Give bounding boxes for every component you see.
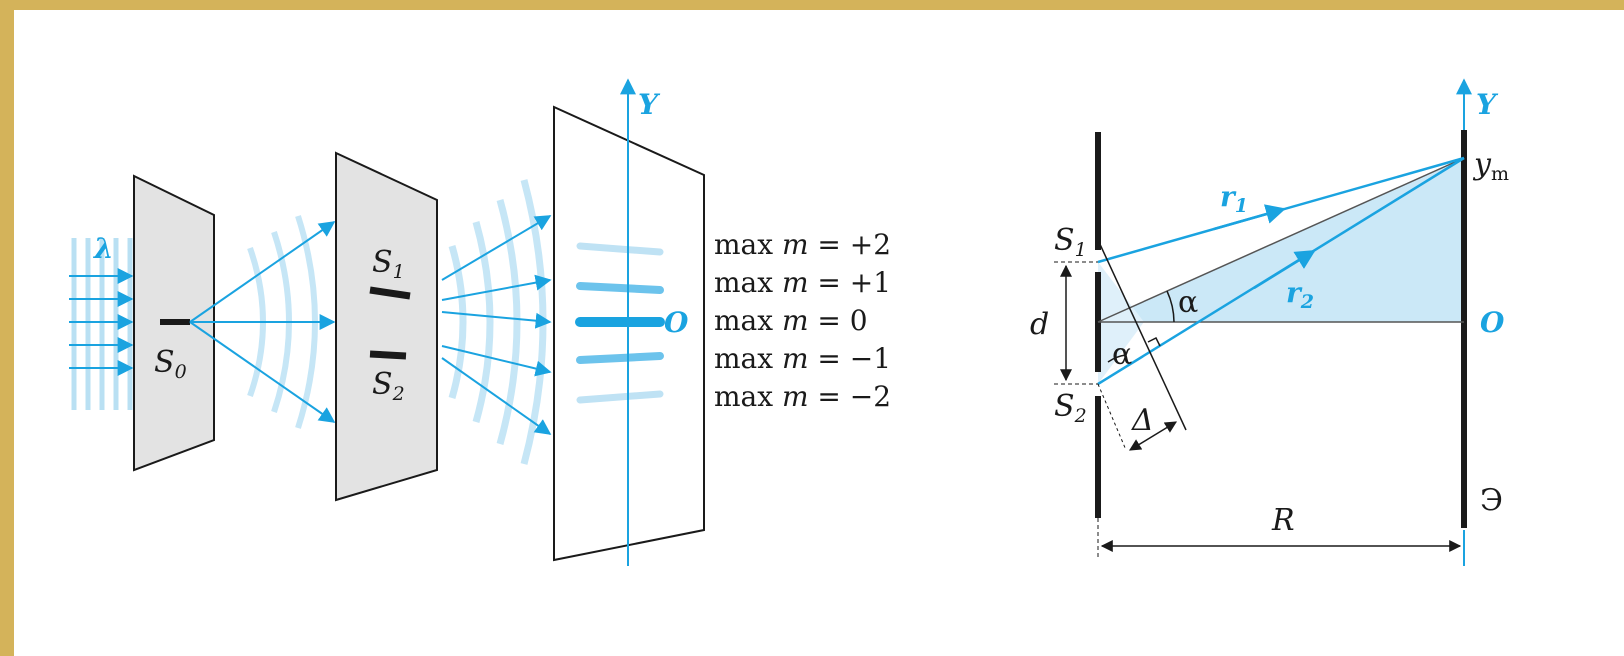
rays-from-s0: [189, 221, 336, 423]
double-slit-interference-figure: λ S0 S1 S2: [69, 78, 1509, 566]
double-slit-screen: [335, 151, 438, 502]
s2-label-left: S2: [372, 367, 405, 405]
max-label-minus-1: max m = −1: [714, 342, 891, 375]
ym-label: ym: [1472, 147, 1509, 185]
s1-label-right: S1: [1054, 223, 1087, 261]
delta-label: Δ: [1131, 403, 1154, 438]
s1-label-left: S1: [372, 245, 405, 283]
right-angle-mark: [1147, 336, 1161, 347]
delta-guide: [1097, 383, 1127, 451]
max-label-plus-2: max m = +2: [714, 228, 891, 261]
delta-arrow: [1128, 421, 1178, 451]
origin-label-right: O: [1480, 306, 1505, 339]
maxima-labels: max m = +2 max m = +1 max m = 0 max m = …: [714, 228, 891, 413]
spherical-wavefronts-2: [448, 179, 547, 465]
angle-arc-top: [1166, 290, 1175, 323]
y-axis-label-left: Y: [638, 88, 661, 121]
s2-label-right: S2: [1054, 389, 1087, 427]
alpha-label-top: α: [1178, 285, 1198, 320]
perpendicular-line: [1097, 239, 1187, 431]
geometry-diagram: Y α α Δ d S1 S2 r1 r2 ym: [1030, 78, 1509, 566]
wavelength-label: λ: [93, 232, 114, 265]
alpha-label-bottom: α: [1112, 337, 1132, 372]
y-axis-label-right: Y: [1476, 88, 1499, 121]
r1-label: r1: [1220, 180, 1248, 217]
r-distance-label: R: [1271, 503, 1295, 538]
incoming-rays: [69, 268, 134, 376]
interference-fringes: [575, 242, 665, 404]
max-label-minus-2: max m = −2: [714, 380, 891, 413]
midpoint-to-ym: [1097, 157, 1465, 323]
rays-from-slits: [441, 215, 552, 435]
max-label-plus-1: max m = +1: [714, 266, 891, 299]
d-label: d: [1030, 307, 1049, 342]
r2-label: r2: [1286, 276, 1314, 313]
slit-s1: [369, 286, 411, 300]
ray-r2-arrow: [1253, 249, 1316, 290]
angle-arc-bottom: [1107, 354, 1127, 363]
origin-label-left: O: [664, 306, 689, 339]
max-label-0: max m = 0: [714, 304, 868, 337]
slit-s2: [369, 350, 407, 360]
screen-label: Э: [1480, 483, 1503, 518]
ray-r1-arrow: [1213, 204, 1286, 231]
s0-label: S0: [154, 345, 187, 383]
shaded-slit-region: [1098, 262, 1144, 384]
figure-frame: λ S0 S1 S2: [14, 10, 1624, 656]
perspective-diagram: λ S0 S1 S2: [69, 78, 891, 566]
